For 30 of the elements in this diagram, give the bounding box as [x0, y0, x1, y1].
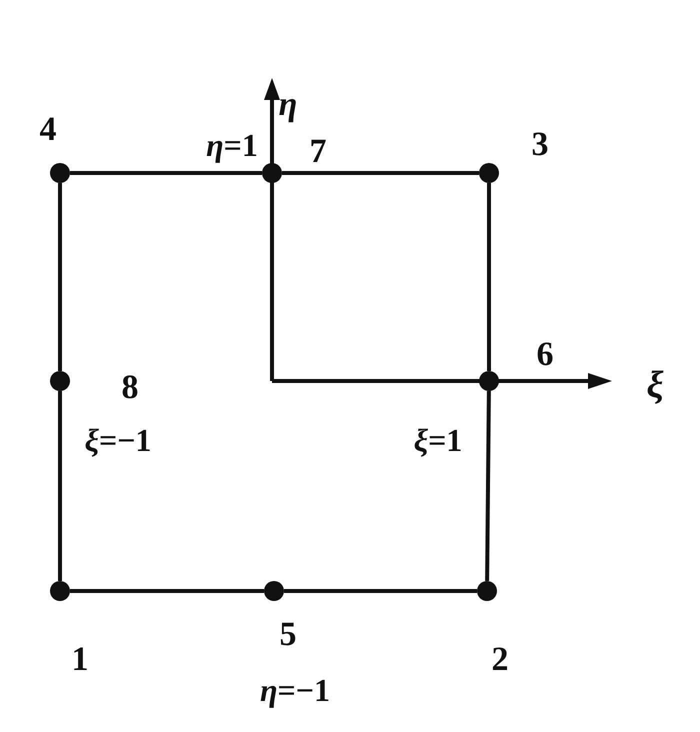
element-edge — [487, 183, 491, 371]
axis-label: η — [278, 88, 298, 122]
element-edge — [282, 171, 479, 175]
element-edge — [485, 390, 491, 582]
boundary-label: ξ=−1 — [84, 424, 152, 456]
boundary-label: η=−1 — [260, 674, 330, 706]
node-dot — [50, 581, 70, 601]
element-edge — [58, 391, 62, 581]
element-edge — [58, 183, 62, 371]
node-number: 5 — [280, 618, 296, 652]
element-edge — [284, 589, 477, 593]
node-number: 4 — [40, 113, 56, 147]
node-dot — [262, 163, 282, 183]
node-number: 7 — [310, 135, 326, 169]
node-number: 8 — [122, 371, 138, 405]
element-edge — [70, 589, 264, 593]
element-edge — [70, 171, 262, 175]
node-number: 1 — [72, 643, 88, 677]
axis-label: ξ — [646, 366, 664, 404]
node-dot — [50, 163, 70, 183]
node-dot — [479, 163, 499, 183]
node-dot — [477, 581, 497, 601]
node-dot — [264, 581, 284, 601]
boundary-label: η=1 — [206, 129, 258, 161]
node-dot — [479, 371, 499, 391]
node-number: 6 — [536, 338, 554, 372]
node-dot — [50, 371, 70, 391]
node-number: 2 — [492, 643, 508, 677]
node-number: 3 — [532, 128, 548, 162]
boundary-label: ξ=1 — [414, 424, 462, 456]
